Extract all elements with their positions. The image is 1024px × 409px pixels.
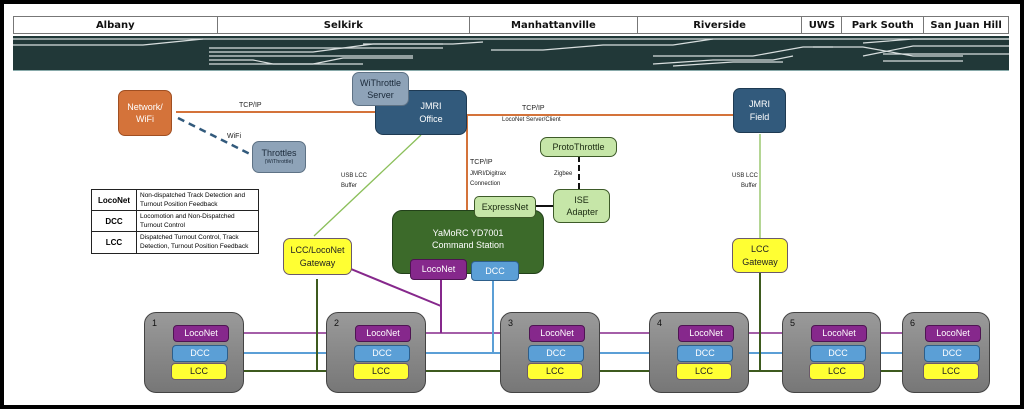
label-buffer-left: Buffer (341, 183, 357, 189)
block-number: 2 (334, 318, 340, 328)
block-loconet-port[interactable]: LocoNet (529, 325, 585, 342)
ise-adapter-node[interactable]: ISE Adapter (553, 189, 610, 223)
usb-lcc-office-gateway (313, 134, 422, 237)
expressnet-label: ExpressNet (481, 201, 529, 212)
block-lcc-port[interactable]: LCC (676, 363, 732, 380)
block-number: 1 (152, 318, 158, 328)
block-lcc-port[interactable]: LCC (923, 363, 979, 380)
legend-desc: Non-dispatched Track Detection and Turno… (136, 188, 259, 212)
cs-dcc-port[interactable]: DCC (471, 261, 519, 281)
block-dcc-port[interactable]: DCC (677, 345, 733, 362)
lcc-gateway-label: LCC Gateway (742, 244, 778, 267)
label-loconet-server-client: LocoNet Server/Client (502, 117, 561, 123)
legend-desc: Locomotion and Non-Dispatched Turnout Co… (136, 210, 259, 233)
protothrottle-node[interactable]: ProtoThrottle (540, 137, 617, 157)
region-uws: UWS (802, 17, 843, 33)
block-loconet-port[interactable]: LocoNet (925, 325, 981, 342)
region-selkirk: Selkirk (218, 17, 471, 33)
legend-row: LCC Dispatched Turnout Control, Track De… (91, 231, 259, 254)
lcc-gateway-node[interactable]: LCC Gateway (732, 238, 788, 273)
track (862, 45, 1009, 57)
block-number: 4 (657, 318, 663, 328)
label-connection: Connection (470, 181, 501, 187)
block-dcc-port[interactable]: DCC (810, 345, 866, 362)
block-number: 5 (790, 318, 796, 328)
region-albany: Albany (14, 17, 218, 33)
protothrottle-label: ProtoThrottle (552, 141, 605, 152)
cs-dcc-label: DCC (485, 265, 505, 276)
region-manhattanville: Manhattanville (470, 17, 638, 33)
command-station-label: YaMoRC YD7001 Command Station (431, 227, 505, 250)
legend-row: DCC Locomotion and Non-Dispatched Turnou… (91, 210, 259, 233)
label-buffer-right: Buffer (741, 183, 757, 189)
block-loconet-port[interactable]: LocoNet (678, 325, 734, 342)
label-jmri-digitrax: JMRI/Digitrax (470, 171, 507, 177)
throttles-node[interactable]: Throttles (WiThrottle) (252, 141, 306, 173)
block-dcc-port[interactable]: DCC (354, 345, 410, 362)
legend-desc: Dispatched Turnout Control, Track Detect… (136, 231, 259, 254)
label-usb-lcc-left: USB LCC (341, 173, 368, 179)
region-park-south: Park South (842, 17, 925, 33)
legend-table: LocoNet Non-dispatched Track Detection a… (91, 188, 259, 254)
block-dcc-port[interactable]: DCC (528, 345, 584, 362)
block-lcc-port[interactable]: LCC (809, 363, 865, 380)
region-san-juan-hill: San Juan Hill (930, 19, 1002, 31)
track (363, 41, 484, 45)
legend-key: LocoNet (91, 188, 137, 212)
jmri-field-label: JMRI Field (749, 99, 770, 122)
throttles-sublabel: (WiThrottle) (264, 159, 294, 166)
block-loconet-port[interactable]: LocoNet (355, 325, 411, 342)
block-lcc-port[interactable]: LCC (527, 363, 583, 380)
network-wifi-node[interactable]: Network/ WiFi (118, 90, 172, 136)
network-wifi-label: Network/ WiFi (127, 101, 163, 124)
ise-adapter-label: ISE Adapter (566, 194, 599, 217)
label-zigbee: Zigbee (554, 171, 573, 177)
track (13, 38, 204, 46)
label-tcpip-left: TCP/IP (239, 102, 262, 109)
block-loconet-port[interactable]: LocoNet (811, 325, 867, 342)
wifi-network-throttles (177, 116, 255, 158)
legend-key: LCC (91, 231, 137, 254)
track (672, 61, 783, 67)
lcc-loconet-gateway-node[interactable]: LCC/LocoNet Gateway (283, 238, 352, 275)
cs-loconet-port[interactable]: LocoNet (410, 259, 467, 280)
track (652, 55, 794, 65)
region-riverside: Riverside (638, 17, 803, 33)
track-plan-lines (13, 38, 1009, 67)
legend-key: DCC (91, 210, 137, 233)
block-number: 3 (508, 318, 514, 328)
label-tcpip-right: TCP/IP (522, 105, 545, 112)
block-dcc-port[interactable]: DCC (172, 345, 228, 362)
diagram-canvas: Albany Selkirk Manhattanville Riverside … (4, 4, 1020, 405)
jmri-office-label: JMRI Office (419, 101, 443, 124)
region-header: Albany Selkirk Manhattanville Riverside … (13, 16, 1009, 34)
throttles-label: Throttles (261, 148, 297, 159)
track-plan (13, 36, 1009, 71)
block-lcc-port[interactable]: LCC (171, 363, 227, 380)
jmri-field-node[interactable]: JMRI Field (733, 88, 786, 133)
label-wifi: WiFi (227, 133, 241, 140)
label-usb-lcc-right: USB LCC (732, 173, 759, 179)
withrottle-server-label: WiThrottle Server (359, 77, 401, 100)
block-lcc-port[interactable]: LCC (353, 363, 409, 380)
block-loconet-port[interactable]: LocoNet (173, 325, 229, 342)
cs-loconet-label: LocoNet (421, 264, 456, 275)
withrottle-server-node[interactable]: WiThrottle Server (352, 72, 409, 106)
track (491, 38, 714, 51)
legend-row: LocoNet Non-dispatched Track Detection a… (91, 188, 259, 212)
lcc-loconet-gateway-label: LCC/LocoNet Gateway (290, 245, 345, 268)
expressnet-node[interactable]: ExpressNet (474, 196, 536, 218)
block-dcc-port[interactable]: DCC (924, 345, 980, 362)
block-number: 6 (910, 318, 916, 328)
label-tcpip-down: TCP/IP (470, 159, 493, 166)
track (862, 38, 1009, 44)
